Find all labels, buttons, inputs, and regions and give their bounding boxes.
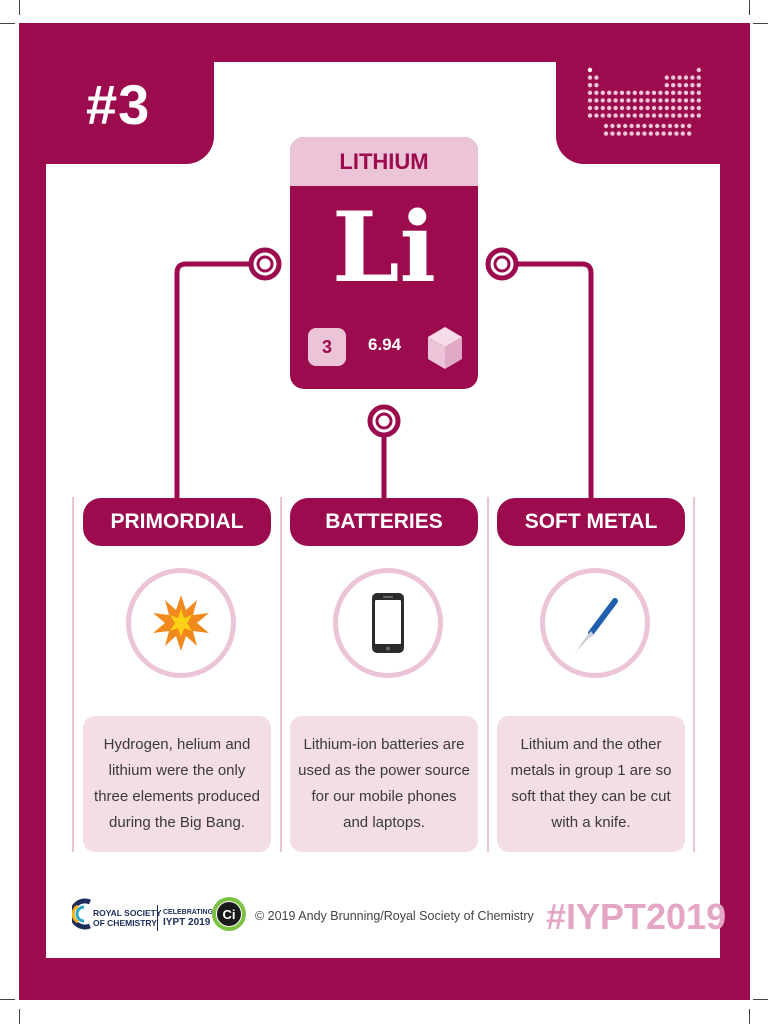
crop-mark — [0, 23, 15, 24]
ci-logo: Ci — [212, 897, 246, 931]
rsc-logo-icon — [72, 898, 91, 930]
fact-icon-circle — [126, 568, 236, 678]
column-divider — [280, 497, 282, 852]
element-name: LITHIUM — [290, 137, 478, 186]
explosion-icon — [153, 595, 209, 651]
hashtag: #IYPT2019 — [546, 896, 727, 937]
fact-title-soft-metal: SOFT METAL — [497, 498, 685, 546]
fact-icon-circle — [540, 568, 650, 678]
cube-icon — [428, 327, 462, 369]
copyright-text: © 2019 Andy Brunning/Royal Society of Ch… — [255, 909, 534, 923]
fact-title-primordial: PRIMORDIAL — [83, 498, 271, 546]
logo-divider — [157, 905, 158, 931]
column-divider — [72, 497, 74, 852]
fact-description: Lithium-ion batteries are used as the po… — [290, 716, 478, 852]
column-divider — [487, 497, 489, 852]
crop-mark — [753, 23, 768, 24]
mobile-phone-icon — [372, 593, 404, 653]
ci-text: Ci — [217, 902, 241, 926]
crop-mark — [0, 999, 15, 1000]
connector-node — [485, 247, 519, 281]
crop-mark — [19, 1009, 20, 1024]
connector-node — [367, 404, 401, 438]
rsc-wordmark: ROYAL SOCIETY OF CHEMISTRY — [93, 908, 162, 928]
rsc-line-1: ROYAL SOCIETY — [93, 908, 162, 918]
atomic-number: 3 — [308, 328, 346, 366]
iypt-label: IYPT 2019 — [163, 917, 211, 928]
crop-mark — [749, 1009, 750, 1024]
element-number-badge: #3 — [86, 73, 151, 136]
celebrating-label: CELEBRATING — [163, 909, 214, 916]
celebrating-iypt: CELEBRATING IYPT 2019 — [163, 909, 213, 929]
element-tile: LITHIUM Li 3 6.94 — [290, 137, 478, 389]
number-tab — [46, 62, 214, 164]
crop-mark — [753, 999, 768, 1000]
connector-node — [248, 247, 282, 281]
fact-description: Hydrogen, helium and lithium were the on… — [83, 716, 271, 852]
rsc-line-2: OF CHEMISTRY — [93, 918, 157, 928]
atomic-mass: 6.94 — [368, 335, 402, 354]
periodic-table-icon — [587, 67, 701, 136]
scalpel-icon — [575, 598, 618, 653]
fact-icon-circle — [333, 568, 443, 678]
fact-title-batteries: BATTERIES — [290, 498, 478, 546]
crop-mark — [749, 0, 750, 15]
crop-mark — [19, 0, 20, 15]
fact-description: Lithium and the other metals in group 1 … — [497, 716, 685, 852]
column-divider — [693, 497, 695, 852]
element-symbol: Li — [332, 191, 436, 304]
